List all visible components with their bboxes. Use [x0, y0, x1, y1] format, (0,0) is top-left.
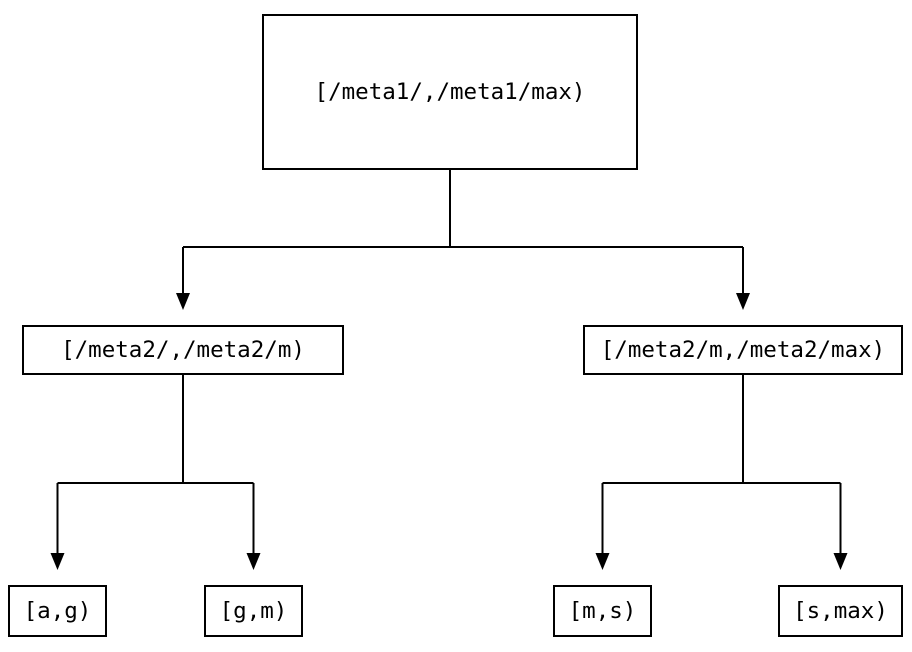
node-leaf-m-s: [m,s) [553, 585, 652, 637]
arrowhead-down-icon [833, 553, 848, 570]
edge-root-right [736, 247, 750, 310]
arrowhead-down-icon [50, 553, 65, 570]
edge-root-children [183, 170, 743, 248]
node-right-interval: [/meta2/m,/meta2/max) [583, 325, 903, 375]
arrowhead-down-icon [246, 553, 261, 570]
arrowhead-down-icon [176, 293, 190, 310]
arrowhead-down-icon [736, 293, 750, 310]
edge-right-children [602, 375, 841, 484]
edge-right-rightleft [595, 483, 610, 570]
node-leaf-g-m: [g,m) [204, 585, 303, 637]
node-left-interval: [/meta2/,/meta2/m) [22, 325, 344, 375]
edge-root-left [176, 247, 190, 310]
edge-left-children [57, 375, 254, 484]
edge-left-leftleft [50, 483, 65, 570]
node-leaf-a-g: [a,g) [8, 585, 107, 637]
arrowhead-down-icon [595, 553, 610, 570]
node-root-interval: [/meta1/,/meta1/max) [262, 14, 638, 170]
edge-right-rightright [833, 483, 848, 570]
node-leaf-s-max: [s,max) [778, 585, 903, 637]
edge-left-leftright [246, 483, 261, 570]
